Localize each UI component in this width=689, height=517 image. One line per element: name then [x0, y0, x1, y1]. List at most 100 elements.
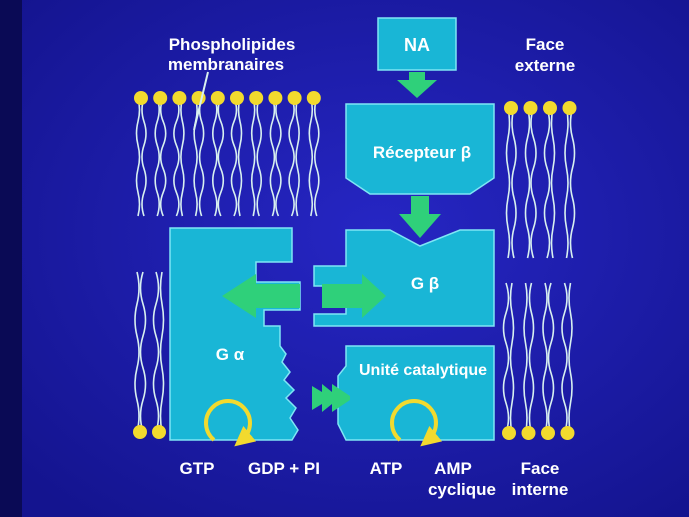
phospholipid [504, 101, 518, 259]
lipid-head [523, 101, 538, 115]
g-alpha-label: G α [216, 345, 245, 364]
lipid-tail [173, 97, 180, 217]
lipid-head [541, 426, 555, 440]
lipid-tail [237, 97, 243, 217]
lipid-tail [134, 271, 140, 433]
lipid-tail [275, 97, 282, 217]
phospholipid [541, 282, 555, 440]
phospholipid [306, 91, 321, 217]
lipid-head [560, 426, 575, 440]
phospholipid [562, 101, 577, 259]
lipid-head [210, 91, 225, 105]
left-band [0, 0, 22, 517]
lipid-tail [502, 282, 510, 434]
phospholipid [153, 91, 168, 217]
phospholipid [521, 282, 536, 440]
lipid-head [230, 91, 244, 105]
lipid-tail [561, 282, 568, 434]
phospholipid [172, 91, 187, 217]
lipid-tail [135, 97, 141, 217]
phospholipides-label-line2: membranaires [168, 55, 284, 74]
atp-label: ATP [370, 459, 403, 478]
phospholipid [152, 271, 166, 439]
lipid-head [249, 91, 264, 105]
unite-catalytique-label: Unité catalytique [359, 362, 487, 379]
phospholipides-label-line1: Phospholipides [169, 35, 296, 54]
face-interne-label-line2: interne [512, 480, 569, 499]
phospholipid [249, 91, 264, 217]
lipid-tail [569, 107, 576, 259]
g-beta-label: G β [411, 274, 439, 293]
phospholipid [230, 91, 244, 217]
lipid-tail [139, 271, 147, 433]
lipid-tail [308, 97, 314, 217]
lipid-tail [314, 97, 320, 217]
lipid-tail [528, 282, 535, 434]
lipid-tail [543, 107, 551, 259]
recepteur-label: Récepteur β [373, 143, 471, 162]
lipid-tail [511, 107, 517, 259]
phospholipid [502, 282, 516, 440]
amp-label-line2: cyclique [428, 480, 496, 499]
lipid-tail [198, 97, 205, 217]
catalytic-chevron-arrows [312, 384, 350, 412]
lipid-tail [152, 271, 160, 433]
face-externe-label-line1: Face [526, 35, 565, 54]
phospholipid [133, 271, 147, 439]
gtp-label: GTP [180, 459, 215, 478]
na-label: NA [404, 35, 430, 55]
lipid-tail [250, 97, 256, 217]
lipid-tail [217, 97, 225, 217]
lipid-head [152, 425, 166, 439]
gdp-pi-label: GDP + PI [248, 459, 320, 478]
receptor-to-g-beta-arrow [399, 196, 441, 238]
phospholipid [287, 91, 302, 217]
na-arrow [397, 72, 437, 98]
lipid-tail [505, 107, 511, 259]
lipid-tail [154, 97, 160, 217]
lipid-head [172, 91, 187, 105]
lipid-tail [530, 107, 537, 259]
g-beta-arrow-right [322, 274, 386, 318]
amp-label-line1: AMP [434, 459, 472, 478]
lipid-head [153, 91, 168, 105]
atp-amp-cycle-arrow [390, 399, 443, 447]
lipid-tail [524, 107, 531, 259]
phospholipid [523, 101, 538, 259]
face-interne-label-line1: Face [521, 459, 560, 478]
lipid-tail [550, 107, 556, 259]
lipid-tail [295, 97, 300, 217]
g-alpha-box [169, 227, 301, 441]
lipid-head [133, 425, 147, 439]
lipid-tail [159, 271, 165, 433]
lipid-tail [547, 282, 555, 434]
lipid-tail [564, 107, 569, 259]
phospholipid [268, 91, 283, 217]
lipid-head [306, 91, 321, 105]
lipid-tail [509, 282, 515, 434]
lipid-head [134, 91, 148, 105]
phospholipid [543, 101, 557, 259]
phospholipid [134, 91, 148, 217]
recepteur-box [345, 103, 495, 195]
lipid-tail [180, 97, 185, 217]
lipid-tail [568, 282, 573, 434]
gtp-gdp-cycle-arrow [204, 399, 257, 447]
lipid-head [562, 101, 577, 115]
lipid-head [502, 426, 516, 440]
lipid-tail [159, 97, 167, 217]
lipid-tail [269, 97, 276, 217]
phospholipid [210, 91, 225, 217]
lipid-tail [256, 97, 262, 217]
lipid-tail [288, 97, 295, 217]
lipid-tail [230, 97, 238, 217]
lipid-head [543, 101, 557, 115]
na-box [377, 17, 457, 71]
lipid-tail [141, 97, 147, 217]
phospholipid [560, 282, 575, 440]
lipid-tail [523, 282, 528, 434]
lipid-head [268, 91, 283, 105]
lipid-head [287, 91, 302, 105]
